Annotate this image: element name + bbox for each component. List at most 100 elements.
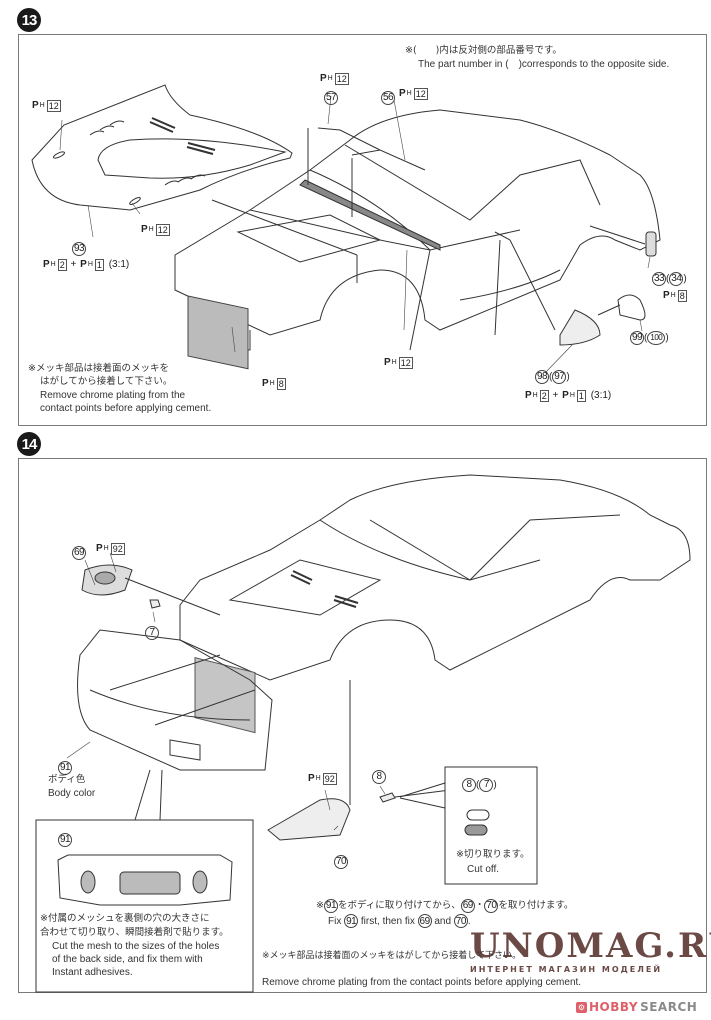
paint-sub: H [87,261,93,268]
paint-number: 92 [110,543,125,555]
hobby-search-logo-part1: HOBBY [589,1000,639,1014]
part-number: 69 [417,914,432,929]
paint-sub: H [532,392,538,399]
paint-number: 12 [398,357,413,369]
part-57-label: 57 [324,87,338,106]
paint-prefix: P [96,543,103,554]
part-number-opposite: 97 [552,370,567,384]
pin-detail-label: 8(7) [462,778,497,793]
paint-sub: H [148,226,154,233]
part-number: 91 [58,760,72,775]
paint-number: 8 [677,290,687,302]
part-number: 69 [460,898,475,913]
part-number: 33 [652,272,666,286]
part-number-opposite: 34 [669,272,684,286]
paint-number: 1 [576,390,586,402]
step-13-opposite-note-jp: ※( )内は反対側の部品番号です。 [405,45,562,56]
paint-sub: H [315,775,321,782]
part-93-label: 93 [72,238,86,257]
step-13-chrome-note-en-1: Remove chrome plating from the [40,390,186,401]
note-mark: ※ [316,900,324,911]
step-14-chrome-note-en: Remove chrome plating from the contact p… [262,977,582,988]
step-13-opposite-note-en: The part number in ( )corresponds to the… [418,59,670,70]
paint-sub: H [103,545,109,552]
part-98-97-label: 98(97) [535,370,570,384]
part-number: 70 [484,898,499,913]
step-14-frame [18,458,707,993]
note-text: and [434,916,452,927]
note-sep: ・ [474,900,485,911]
paint-sub: H [50,261,56,268]
paint-prefix: P [562,390,569,401]
paint-number: 2 [57,259,67,271]
watermark-subtitle: ИНТЕРНЕТ МАГАЗИН МОДЕЛЕЙ [470,965,663,974]
note-text: を取り付けます。 [498,900,574,911]
part-number: 70 [453,914,468,929]
part-number: 91 [323,898,338,913]
part-number: 8 [372,769,386,784]
car-body-13 [174,109,661,336]
part-number-opposite: 7 [479,778,494,792]
paint-prefix: P [384,357,391,368]
hobby-search-logo: ⚙ HOBBY SEARCH [573,1000,701,1014]
part-70-label: 70 [334,851,348,870]
part-number: 93 [72,241,86,256]
part-number-opposite: 100 [647,331,666,345]
hobby-search-logo-icon: ⚙ [576,1001,587,1013]
bumper-color-en: Body color [48,788,96,799]
note-text: first, then fix [360,916,415,927]
step-13-chrome-note-en-2: contact points before applying cement. [40,403,212,414]
paint-number: 12 [155,224,170,236]
part-number: 69 [72,545,86,560]
part-69-label: 69 [72,542,86,561]
part-number: 99 [630,331,644,345]
cut-off-note-en: Cut off. [467,864,500,875]
hobby-search-logo-part2: SEARCH [640,1000,698,1014]
paint-number: 8 [276,378,286,390]
mesh-note-en-2: of the back side, and fix them with [52,954,203,965]
note-text: Fix [328,916,342,927]
step-13-chrome-note-jp-2: はがしてから接着して下さい。 [40,376,173,387]
part-number: 7 [145,625,159,640]
bumper-detail-label: 91 [58,829,72,848]
part-33-34-label: 33(34) [652,272,687,286]
mix-ratio: (3:1) [108,259,130,270]
step-14-badge: 14 [17,432,41,456]
paint-sub: H [269,380,275,387]
car-body-14 [179,474,691,681]
part-number: 98 [535,370,549,384]
part-number: 91 [58,832,72,847]
paint-prefix: P [141,224,148,235]
mix-ratio: (3:1) [590,390,612,401]
step-14-chrome-note-jp: ※メッキ部品は接着面のメッキをはがしてから接着して下さい。 [262,951,522,961]
order-note-en: Fix 91 first, then fix 69 and 70. [328,914,471,929]
part-number: 57 [324,90,338,105]
paint-prefix: P [32,100,39,111]
bumper-part [77,629,273,771]
paint-prefix: P [80,259,87,270]
note-text: をボディに取り付けてから、 [337,900,461,911]
part-91-label: 91 [58,757,72,776]
part-number: 91 [344,914,359,929]
paint-prefix: P [320,73,327,84]
paint-number: 1 [94,259,104,271]
mesh-note-jp-2: 合わせて切り取り、瞬間接着剤で貼ります。 [40,927,229,938]
paint-number: 12 [413,88,428,100]
part-8-label: 8 [372,766,386,785]
paint-number: 12 [334,73,349,85]
mesh-note-en-1: Cut the mesh to the sizes of the holes [52,941,220,952]
part-99-100-label: 99(100) [630,331,669,345]
mesh-note-jp-1: ※付属のメッシュを裏側の穴の大きさに [40,913,210,924]
paint-prefix: P [663,290,670,301]
